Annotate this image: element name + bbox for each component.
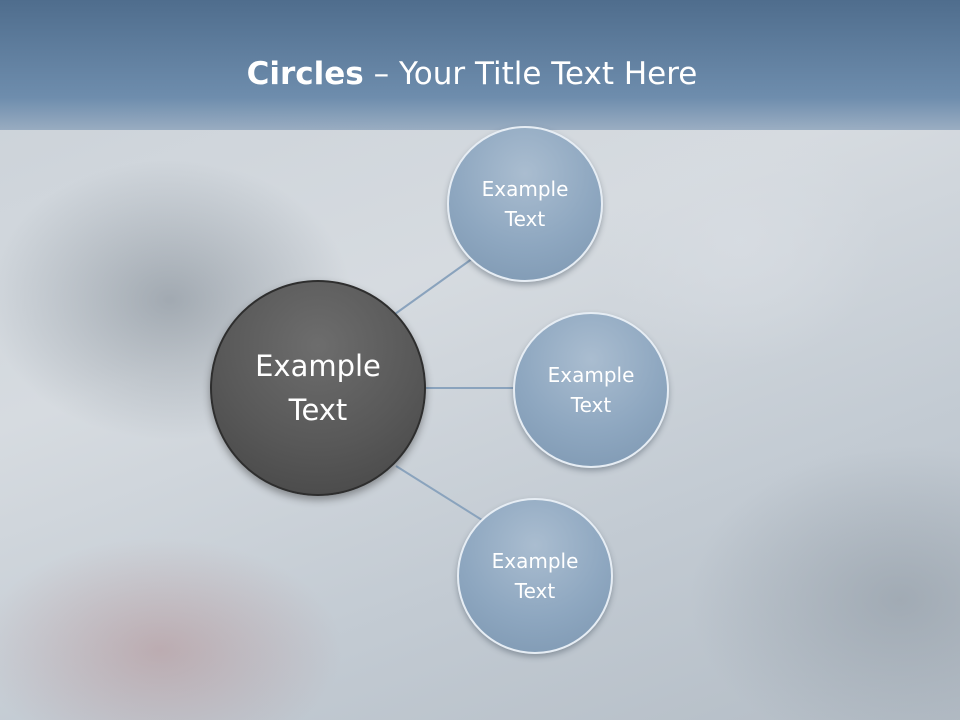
node-top-line2: Text — [504, 207, 546, 231]
connector-bottom — [395, 465, 483, 521]
node-top-line1: Example — [481, 177, 569, 201]
center-circle-text: Example Text — [255, 344, 381, 432]
center-circle-line2: Text — [288, 393, 348, 427]
node-circle-text: Example Text — [548, 360, 635, 420]
node-circle-text: Example Text — [482, 174, 569, 234]
node-circle-top[interactable]: Example Text — [447, 126, 603, 282]
center-circle[interactable]: Example Text — [210, 280, 426, 496]
node-circle-bottom[interactable]: Example Text — [457, 498, 613, 654]
slide-title-bold: Circles — [246, 56, 364, 92]
title-bar — [0, 0, 960, 130]
center-circle-line1: Example — [255, 349, 381, 383]
connector-top — [394, 255, 477, 315]
node-circle-middle[interactable]: Example Text — [513, 312, 669, 468]
node-middle-line2: Text — [570, 393, 612, 417]
node-bottom-line2: Text — [514, 579, 556, 603]
slide-title: Circles – Your Title Text Here — [0, 52, 944, 96]
slide-title-rest: – Your Title Text Here — [363, 56, 698, 92]
node-circle-text: Example Text — [492, 546, 579, 606]
node-middle-line1: Example — [547, 363, 635, 387]
node-bottom-line1: Example — [491, 549, 579, 573]
